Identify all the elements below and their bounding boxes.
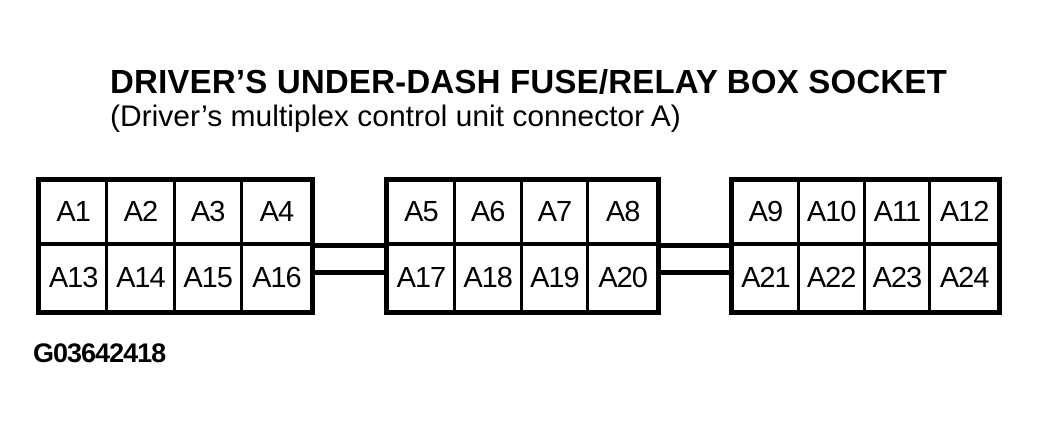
socket-cell-a23: A23 (865, 246, 932, 310)
diagram-title: DRIVER’S UNDER-DASH FUSE/RELAY BOX SOCKE… (110, 63, 947, 100)
socket-cell-a2: A2 (108, 182, 176, 246)
socket-cell-a1: A1 (41, 182, 109, 246)
socket-cell-a9: A9 (734, 182, 800, 246)
diagram-subtitle: (Driver’s multiplex control unit connect… (110, 100, 681, 133)
socket-cell-a11: A11 (865, 182, 932, 246)
diagram-header: DRIVER’S UNDER-DASH FUSE/RELAY BOX SOCKE… (110, 63, 947, 134)
socket-cell-a16: A16 (242, 246, 310, 310)
socket-cell-a21: A21 (734, 246, 800, 310)
socket-cell-a19: A19 (522, 246, 590, 310)
wire-link-lower-1 (312, 270, 387, 275)
socket-cell-a8: A8 (589, 182, 656, 246)
socket-cell-a4: A4 (242, 182, 310, 246)
socket-cell-a5: A5 (389, 182, 456, 246)
socket-cell-a10: A10 (799, 182, 866, 246)
connector-block-3: A9 A10 A11 A12 A21 A22 A23 A24 (729, 177, 1002, 315)
socket-cell-a6: A6 (455, 182, 523, 246)
socket-cell-a24: A24 (931, 246, 997, 310)
socket-cell-a22: A22 (799, 246, 866, 310)
wire-link-upper-2 (658, 243, 732, 248)
socket-cell-a12: A12 (931, 182, 997, 246)
connector-block-2: A5 A6 A7 A8 A17 A18 A19 A20 (384, 177, 661, 315)
socket-cell-a7: A7 (522, 182, 590, 246)
socket-cell-a17: A17 (389, 246, 456, 310)
connector-block-1: A1 A2 A3 A4 A13 A14 A15 A16 (36, 177, 315, 315)
socket-cell-a13: A13 (41, 246, 109, 310)
socket-cell-a15: A15 (175, 246, 243, 310)
socket-cell-a20: A20 (589, 246, 656, 310)
wire-link-upper-1 (312, 243, 387, 248)
figure-code: G03642418 (33, 338, 166, 368)
wire-link-lower-2 (658, 270, 732, 275)
socket-cell-a18: A18 (455, 246, 523, 310)
socket-cell-a3: A3 (175, 182, 243, 246)
socket-cell-a14: A14 (108, 246, 176, 310)
